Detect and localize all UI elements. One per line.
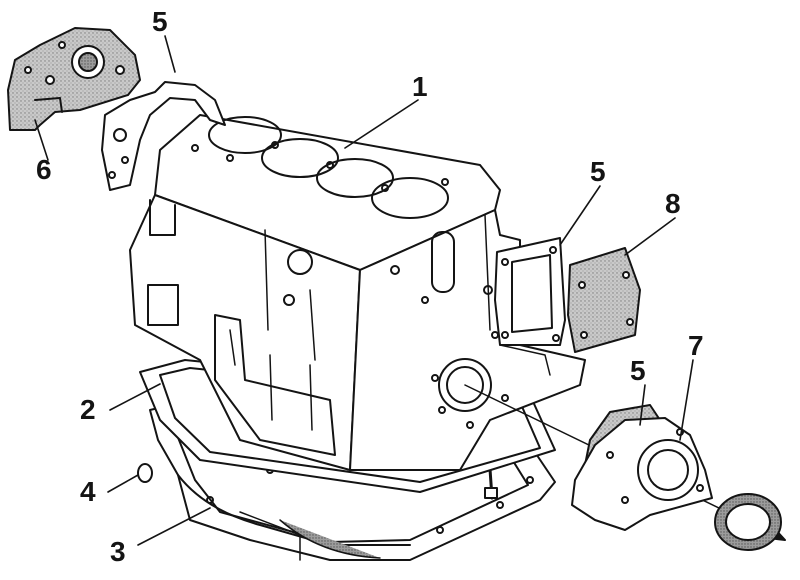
callout-6-front-cover: 6 bbox=[36, 154, 52, 185]
side-cover-gasket bbox=[494, 237, 566, 346]
callout-8-side-cover: 8 bbox=[665, 188, 681, 219]
callout-5-front-gasket: 5 bbox=[152, 6, 168, 37]
o-ring bbox=[137, 463, 153, 483]
callout-7-rear-seal-holder: 7 bbox=[688, 330, 704, 361]
callout-5-rear-gasket: 5 bbox=[630, 355, 646, 386]
callout-3-oil-pan: 3 bbox=[110, 536, 126, 567]
side-cover-plate bbox=[567, 247, 641, 353]
callout-5-side-gasket: 5 bbox=[590, 156, 606, 187]
rear-oil-seal bbox=[714, 493, 782, 551]
rear-seal-holder bbox=[571, 417, 713, 531]
front-cover-gasket bbox=[101, 81, 226, 191]
front-cover bbox=[7, 27, 141, 131]
cylinder-block bbox=[129, 114, 586, 471]
callout-2-pan-gasket: 2 bbox=[80, 394, 96, 425]
leader-lines bbox=[34, 35, 694, 546]
callout-4-o-ring: 4 bbox=[80, 476, 96, 507]
callout-1-block: 1 bbox=[412, 71, 428, 102]
